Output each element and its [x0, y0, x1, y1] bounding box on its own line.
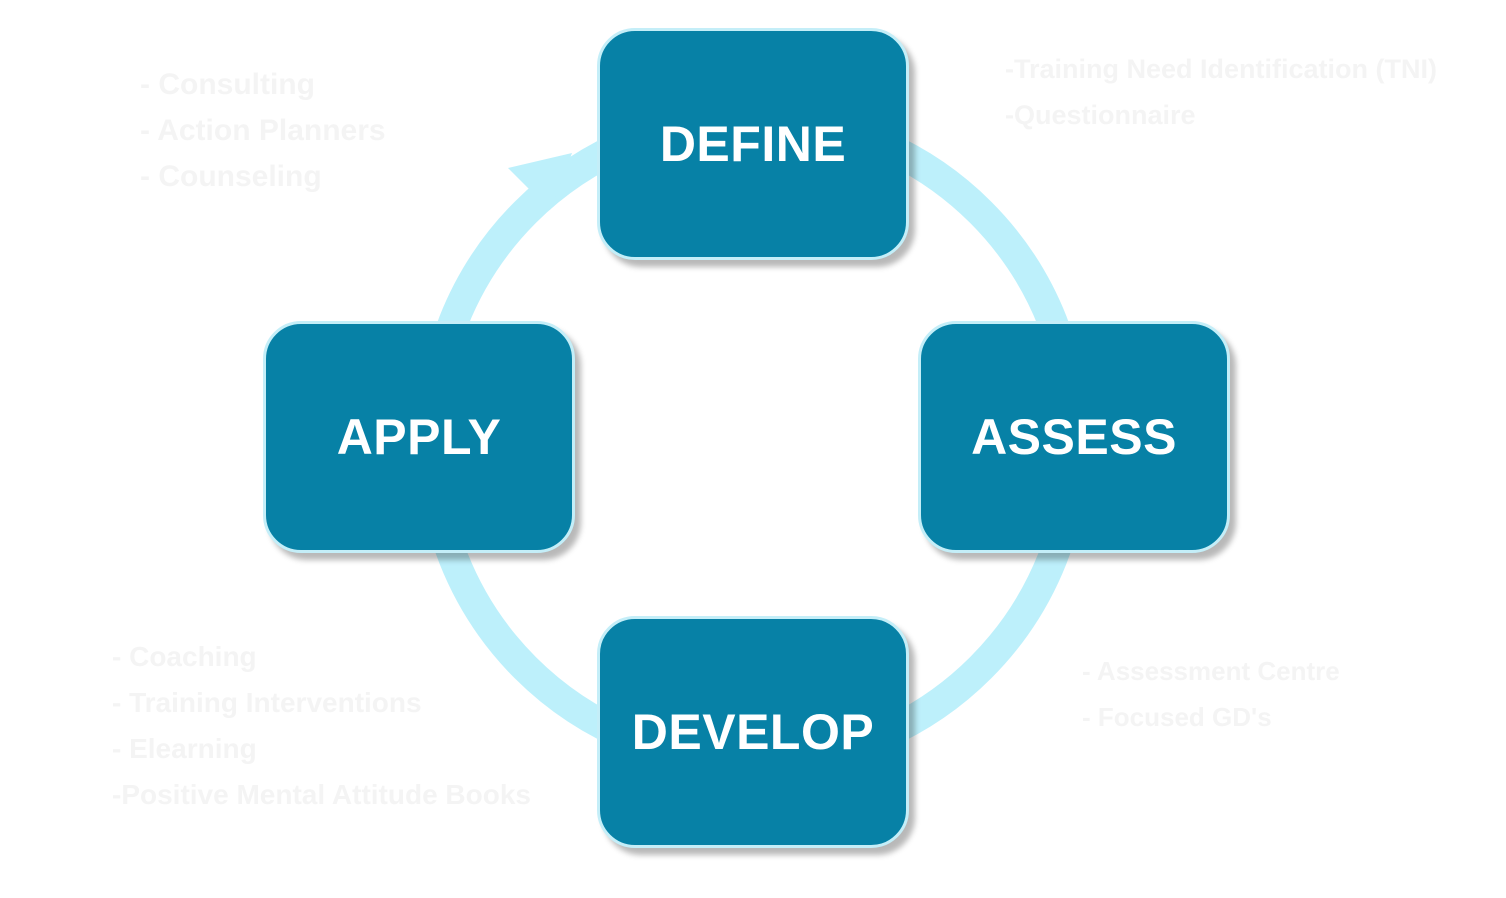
step-define: DEFINE	[597, 28, 909, 260]
step-apply: APPLY	[263, 321, 575, 553]
note: - Coaching	[112, 641, 257, 672]
step-label: DEVELOP	[631, 704, 875, 760]
note: - Focused GD's	[1082, 702, 1272, 732]
note: -Questionnaire	[1005, 100, 1196, 130]
step-label: APPLY	[336, 409, 502, 465]
step-develop: DEVELOP	[597, 616, 909, 848]
note: -Training Need Identification (TNI)	[1005, 54, 1437, 84]
notes-bottom-left: - Coaching - Training Interventions - El…	[112, 634, 531, 818]
note: - Elearning	[112, 733, 257, 764]
step-label: DEFINE	[659, 116, 847, 172]
note: - Consulting	[140, 68, 315, 101]
note: -Positive Mental Attitude Books	[112, 779, 532, 810]
note: - Assessment Centre	[1082, 656, 1340, 686]
arrowhead-icon	[508, 153, 572, 210]
step-label: ASSESS	[971, 409, 1177, 465]
note: - Action Planners	[140, 114, 386, 147]
notes-top-right: -Training Need Identification (TNI) -Que…	[1005, 46, 1437, 138]
notes-top-left: - Consulting - Action Planners - Counsel…	[140, 62, 386, 200]
note: - Training Interventions	[112, 687, 422, 718]
step-assess: ASSESS	[918, 321, 1230, 553]
note: - Counseling	[140, 160, 322, 193]
notes-bottom-right: - Assessment Centre - Focused GD's	[1082, 648, 1340, 740]
